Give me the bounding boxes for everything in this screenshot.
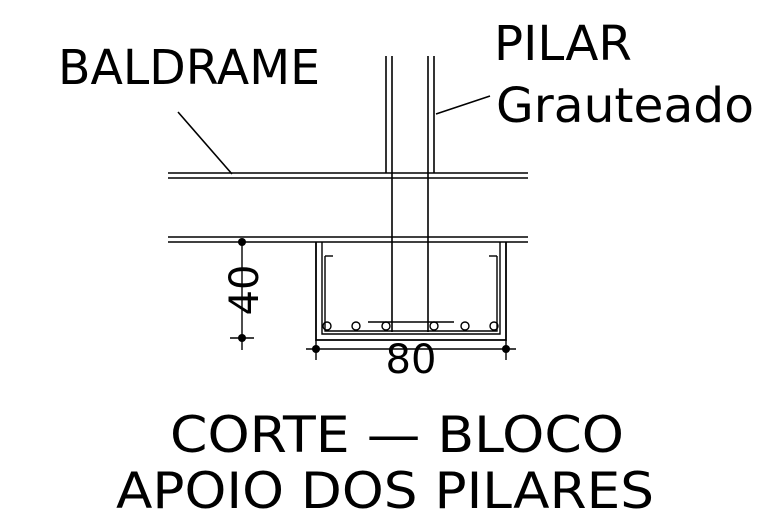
block-stirrup [324, 255, 498, 332]
rebar-circle [460, 321, 470, 331]
block-outline [315, 242, 507, 341]
drawing-title-line-1: CORTE — BLOCO [170, 406, 624, 464]
width-dimension: 80 [306, 337, 516, 383]
rebar-circle [489, 321, 499, 331]
baldrame-leader-line [177, 111, 233, 175]
baldrame-label: BALDRAME [58, 40, 320, 96]
rebar-circle [429, 321, 439, 331]
rebar-circle [351, 321, 361, 331]
height-dimension: 40 [222, 238, 268, 350]
drawing-title-line-2: APOIO DOS PILARES [116, 462, 654, 519]
pilar-label: PILAR [494, 16, 632, 72]
width-dimension-value: 80 [386, 337, 437, 383]
dimension-tick-dot [312, 345, 320, 353]
beam-top-edge [168, 172, 528, 179]
rebar-circle [322, 321, 332, 331]
height-dimension-value: 40 [222, 265, 268, 316]
dimension-tick-dot [502, 345, 510, 353]
beam-bottom-edge [168, 236, 528, 243]
pillar-section [385, 56, 435, 332]
rebar-circle [381, 321, 391, 331]
rebar-bars [322, 321, 499, 331]
dimension-tick-dot [238, 238, 246, 246]
pilar-leader-line [435, 95, 491, 115]
grauteado-label: Grauteado [496, 78, 754, 134]
